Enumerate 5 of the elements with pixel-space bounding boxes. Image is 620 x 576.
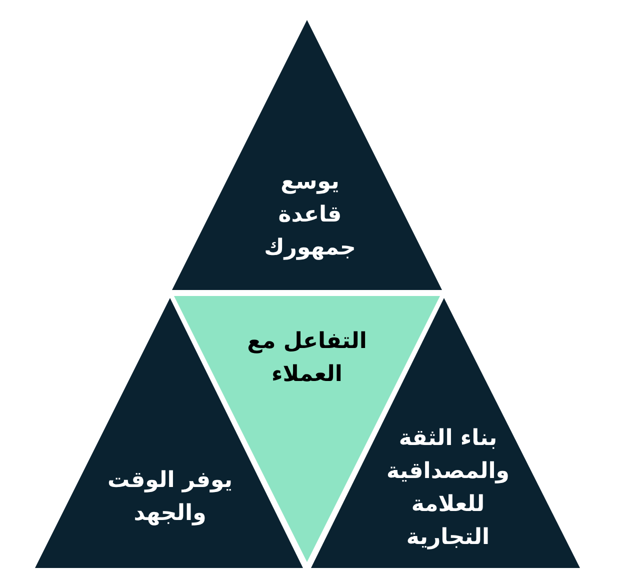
- segment-label: يوسع قاعدة جمهورك: [263, 168, 357, 262]
- upper-triangle: [172, 20, 442, 290]
- segment-label: بناء الثقة والمصداقية للعلامة التجارية: [386, 425, 510, 552]
- segment-label: التفاعل مع العملاء: [246, 328, 368, 389]
- segment-label: يوفر الوقت والجهد: [106, 467, 234, 528]
